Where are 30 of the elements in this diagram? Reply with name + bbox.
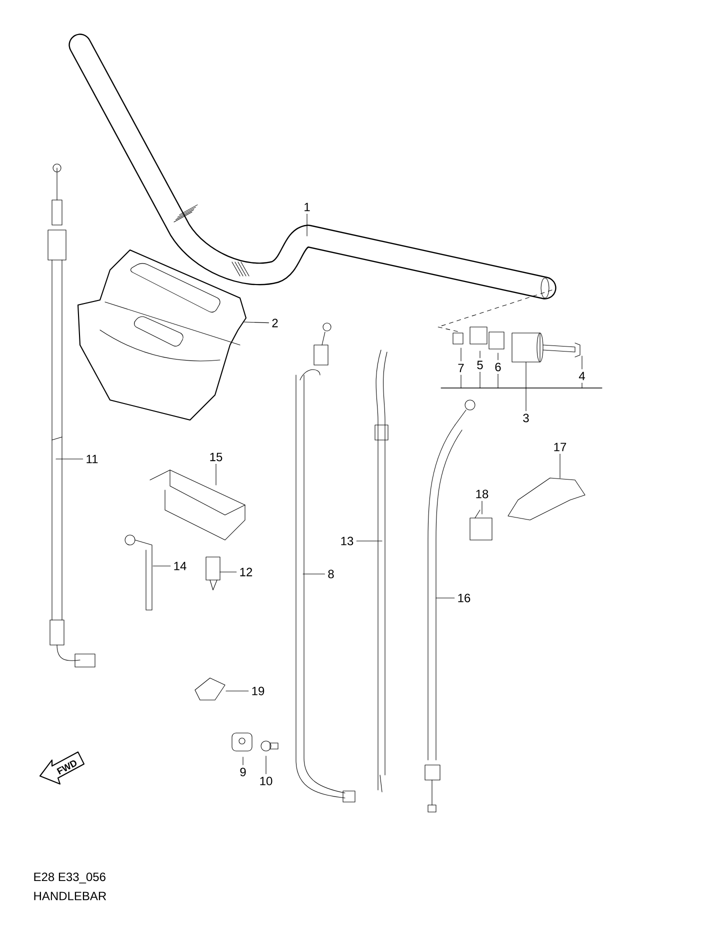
callout-number: 5	[477, 360, 483, 370]
caption-text: HANDLEBAR	[34, 892, 106, 900]
callout-number: 9	[240, 768, 246, 776]
callout-number: 14	[174, 562, 186, 570]
leader-line	[56, 458, 84, 460]
caption-text: E28 E33_056	[34, 872, 106, 884]
callout-number: 8	[328, 570, 334, 578]
callout-number: 18	[476, 490, 488, 498]
callout-number: 12	[240, 568, 252, 576]
leader-line	[226, 690, 249, 692]
callout-number: 16	[458, 594, 470, 602]
bar-end-weight	[512, 332, 540, 362]
callout-number: 17	[554, 442, 566, 452]
callout-number: 19	[252, 686, 264, 696]
leader-line	[306, 214, 308, 236]
callout-number: 4	[578, 372, 585, 380]
callout-number: 1	[304, 202, 310, 212]
leader-line	[460, 374, 462, 388]
callout-number: 2	[272, 318, 278, 328]
callout-number: 10	[260, 776, 272, 786]
callout-number: 11	[86, 454, 98, 464]
leader-line	[244, 322, 269, 324]
callout-number: 3	[523, 414, 529, 422]
leader-line	[356, 540, 382, 542]
callout-number: 7	[458, 364, 464, 372]
callout-number: 13	[341, 536, 354, 546]
callout-number: 15	[210, 452, 222, 462]
leader-line	[460, 348, 462, 362]
leader-line	[242, 756, 244, 766]
callout-number: 6	[495, 362, 501, 372]
